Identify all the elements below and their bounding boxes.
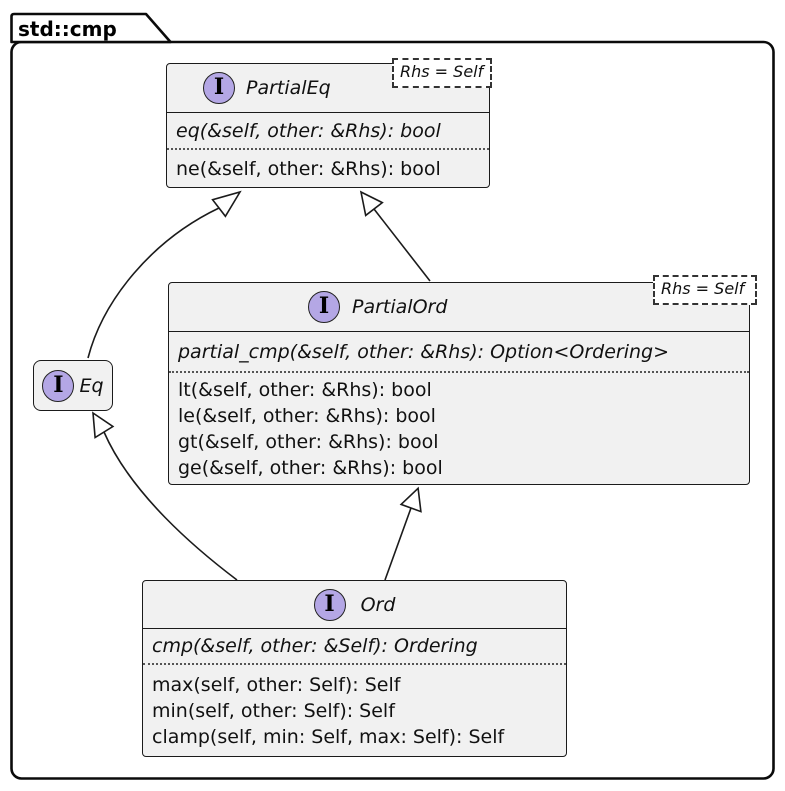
class-header: I PartialEq [167,64,489,112]
arrow-partialord-to-partialeq [359,190,431,282]
method-rows: max(self, other: Self): Self min(self, o… [143,665,566,757]
arrow-eq-to-partialeq [87,190,242,359]
method-row: ne(&self, other: &Rhs): bool [176,157,441,180]
method-row: max(self, other: Self): Self [152,674,401,696]
method-row: le(&self, other: &Rhs): bool [178,404,436,427]
class-box-partialord: I PartialOrd partial_cmp(&self, other: &… [168,282,750,485]
package-frame-tab [10,12,172,44]
interface-letter: I [324,590,335,617]
hollow-triangle-arrowhead [92,411,115,439]
interface-letter: I [318,293,330,319]
abstract-method-row: eq(&self, other: &Rhs): bool [167,112,489,150]
class-header: I PartialOrd [169,283,749,331]
note-rhs-self-partialord: Rhs = Self [653,275,757,305]
arrow-ord-to-eq [92,411,238,581]
method-rows: ne(&self, other: &Rhs): bool [167,150,489,187]
class-header: I Ord [143,581,566,628]
hollow-triangle-arrowhead [399,486,422,513]
method-row: gt(&self, other: &Rhs): bool [178,430,439,453]
method-rows: lt(&self, other: &Rhs): bool le(&self, o… [169,373,749,484]
method-row: ge(&self, other: &Rhs): bool [178,456,443,479]
interface-icon: I [308,291,340,323]
class-name: Ord [360,593,396,616]
class-name: PartialEq [246,77,331,99]
class-header: I Eq [34,361,112,410]
class-box-eq: I Eq [33,360,113,411]
class-name: PartialOrd [352,296,448,318]
class-name: Eq [79,374,104,397]
package-frame-border [10,40,775,780]
interface-letter: I [53,371,64,398]
interface-letter: I [213,74,225,100]
hollow-triangle-arrowhead [211,190,242,218]
interface-icon: I [313,588,346,621]
interface-icon: I [203,72,235,104]
method-row: lt(&self, other: &Rhs): bool [178,378,432,401]
method-row: min(self, other: Self): Self [152,700,395,722]
abstract-method-row: partial_cmp(&self, other: &Rhs): Option<… [169,331,749,373]
method-row: clamp(self, min: Self, max: Self): Self [152,726,505,748]
arrow-ord-to-partialord [384,486,422,581]
class-box-ord: I Ord cmp(&self, other: &Self): Ordering… [142,580,567,757]
interface-icon: I [42,369,75,402]
note-rhs-self-partialeq: Rhs = Self [392,58,492,88]
hollow-triangle-arrowhead [359,190,384,217]
abstract-method-row: cmp(&self, other: &Self): Ordering [143,628,566,665]
package-title: std::cmp [18,17,117,41]
class-box-partialeq: I PartialEq eq(&self, other: &Rhs): bool… [166,63,490,188]
